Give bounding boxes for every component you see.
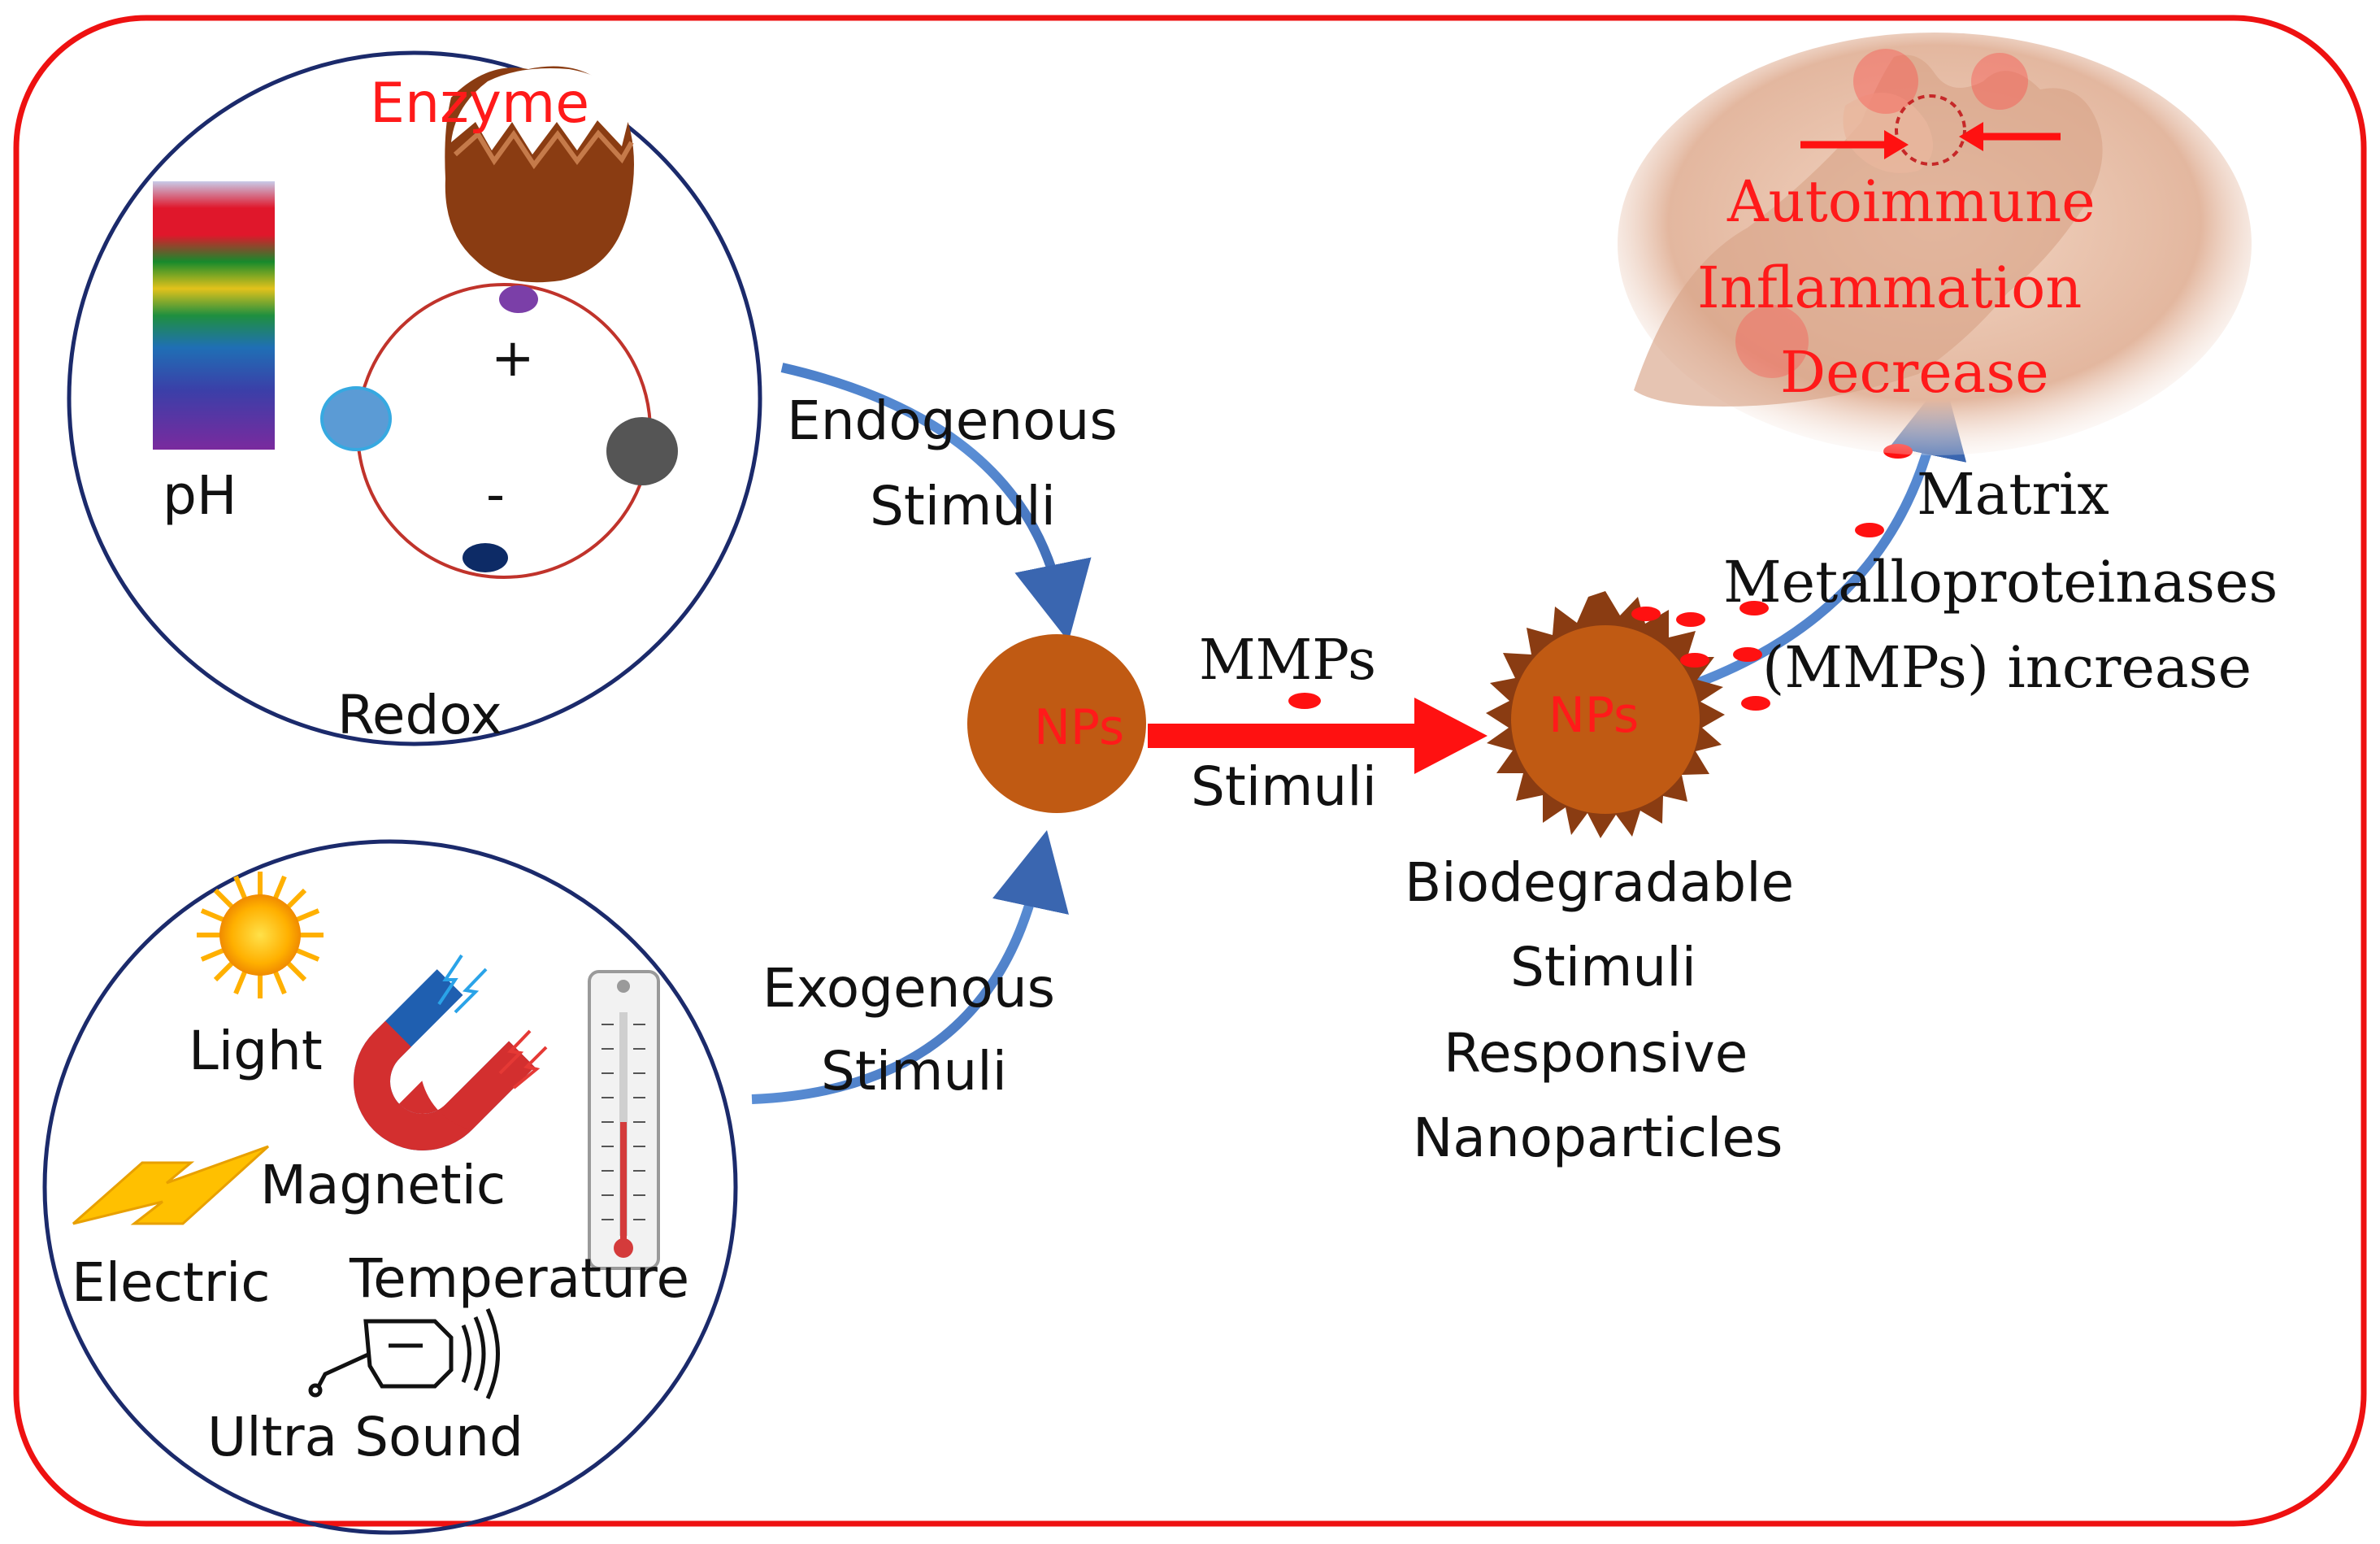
mmps-label: MMPs — [1199, 628, 1376, 693]
nanoparticle-left — [967, 634, 1146, 813]
redox-right-node — [606, 417, 678, 485]
mmp-increase-line1: Matrix — [1917, 461, 2109, 528]
enzyme-label: Enzyme — [370, 72, 589, 136]
outer-frame — [13, 15, 2367, 1527]
mmp-curve-arrow — [1673, 378, 1967, 696]
ph-scale-icon — [153, 181, 275, 450]
minus-sign: - — [486, 465, 505, 525]
outcome-line1: Autoimmune — [1726, 168, 2096, 235]
lightning-icon — [72, 1145, 270, 1225]
ultrasound-label: Ultra Sound — [207, 1406, 523, 1468]
nanoparticle-right — [1486, 591, 1725, 838]
biodegradable-line3: Responsive — [1444, 1022, 1748, 1085]
exogenous-curve-arrow — [751, 830, 1069, 1104]
exogenous-stimuli-circle — [42, 839, 738, 1535]
biodegradable-line4: Nanoparticles — [1413, 1107, 1783, 1169]
mmp-dots-cluster — [1631, 444, 1913, 711]
thermometer-icon — [588, 970, 660, 1270]
redox-left-node — [320, 386, 392, 451]
plus-sign: + — [491, 328, 535, 389]
exogenous-label-line2: Stimuli — [821, 1040, 1007, 1103]
temperature-label: Temperature — [349, 1247, 689, 1310]
electric-label: Electric — [72, 1251, 271, 1314]
enzyme-icon — [445, 66, 634, 283]
endogenous-curve-arrow — [780, 363, 1092, 642]
np-right-label: NPs — [1548, 687, 1639, 744]
sun-icon — [197, 872, 324, 998]
np-left-label: NPs — [1034, 699, 1124, 756]
magnet-spark-top-icon — [437, 954, 488, 1014]
biodegradable-line2: Stimuli — [1510, 936, 1696, 998]
mmp-increase-line3: (MMPs) increase — [1762, 634, 2252, 701]
magnetic-label: Magnetic — [260, 1154, 506, 1216]
outcome-line2: Inflammation — [1697, 254, 2082, 321]
light-label: Light — [189, 1020, 323, 1082]
redox-bottom-node — [463, 543, 508, 572]
hand-icon — [1618, 33, 2252, 455]
endogenous-stimuli-circle — [67, 50, 762, 746]
magnet-spark-bottom-icon — [498, 1029, 548, 1089]
redox-label: Redox — [337, 684, 502, 746]
mmp-dot — [1288, 693, 1321, 709]
mmps-stimuli-arrow — [1148, 698, 1488, 774]
outcome-line3: Decrease — [1780, 339, 2049, 406]
exogenous-label-line1: Exogenous — [762, 957, 1055, 1020]
stimuli-label: Stimuli — [1191, 755, 1377, 818]
biodegradable-line1: Biodegradable — [1405, 851, 1794, 914]
redox-top-node — [499, 285, 538, 313]
mmp-increase-line2: Metalloproteinases — [1723, 549, 2278, 615]
endogenous-label-line2: Stimuli — [870, 475, 1056, 537]
endogenous-label-line1: Endogenous — [787, 389, 1118, 452]
magnet-icon — [354, 969, 535, 1150]
ph-label: pH — [163, 464, 237, 527]
ultrasound-probe-icon — [308, 1307, 500, 1400]
